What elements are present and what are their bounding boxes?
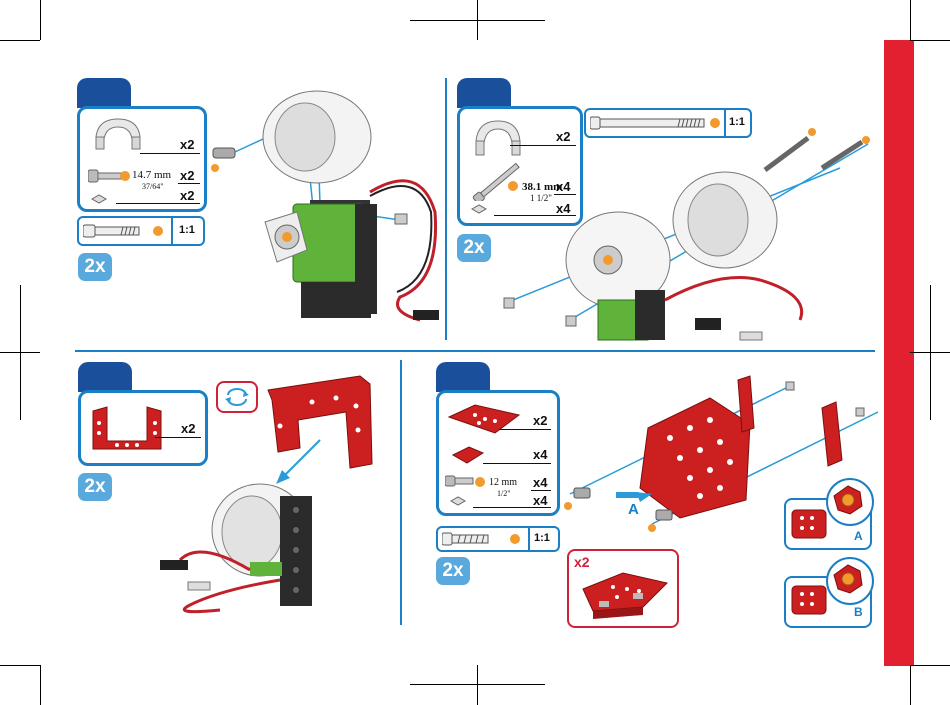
parts-box: x2 x4 12 mm 1/2" x4 x4 <box>436 390 560 516</box>
part-number-badge <box>475 477 485 487</box>
nut-icon <box>90 193 108 205</box>
step-tab <box>77 78 131 108</box>
vertical-divider-bottom <box>400 360 402 625</box>
scale-label: 1:1 <box>534 532 550 544</box>
step-tab <box>78 362 132 392</box>
qty-label: x4 <box>533 475 547 490</box>
servo-assembly-illustration <box>205 82 440 322</box>
step-tab <box>457 78 511 108</box>
screw-scale-icon <box>442 531 502 547</box>
part-number-badge <box>153 226 163 236</box>
x2-preview-box: x2 <box>567 549 679 628</box>
bracket-mount-illustration <box>140 370 380 620</box>
qty-label: x2 <box>533 413 547 428</box>
dimension-in: 37/64" <box>142 182 164 191</box>
qty-label: x2 <box>180 188 194 203</box>
part-number-badge <box>510 534 520 544</box>
red-base-preview-icon <box>573 563 673 623</box>
screw-scale-icon <box>83 223 143 239</box>
repeat-badge: 2x <box>457 234 491 262</box>
qty-label: x2 <box>180 168 194 183</box>
qty-label: x2 <box>180 137 194 152</box>
cable-holder-assembly-illustration <box>490 120 885 345</box>
hub-icon <box>832 563 864 595</box>
part-number-badge <box>120 171 130 181</box>
nut-icon <box>470 203 488 215</box>
vertical-divider-top <box>445 78 447 340</box>
detail-label: A <box>854 529 863 543</box>
dimension-mm: 14.7 mm <box>132 169 171 181</box>
direction-label: A <box>628 501 639 518</box>
scale-label: 1:1 <box>179 224 195 236</box>
repeat-badge: 2x <box>436 557 470 585</box>
step-tab <box>436 362 490 392</box>
red-plate-icon <box>445 399 525 439</box>
scale-box: 1:1 <box>77 216 205 246</box>
qty-label: x4 <box>533 447 547 462</box>
detail-label: B <box>854 605 863 619</box>
dimension-mm: 12 mm <box>489 477 517 488</box>
parts-box: x2 14.7 mm 37/64" x2 x2 <box>77 106 207 212</box>
scale-box: 1:1 <box>436 526 560 552</box>
nut-icon <box>449 495 467 507</box>
red-plate-detail-icon <box>790 580 830 620</box>
cable-holder-part-icon <box>88 115 148 155</box>
dimension-in: 1/2" <box>497 489 511 498</box>
hub-icon <box>832 484 864 516</box>
side-color-strip <box>884 40 914 666</box>
repeat-badge: 2x <box>78 473 112 501</box>
qty-label: x4 <box>533 493 547 508</box>
red-plate-detail-icon <box>790 504 830 544</box>
horizontal-divider <box>75 350 875 352</box>
repeat-badge: 2x <box>78 253 112 281</box>
